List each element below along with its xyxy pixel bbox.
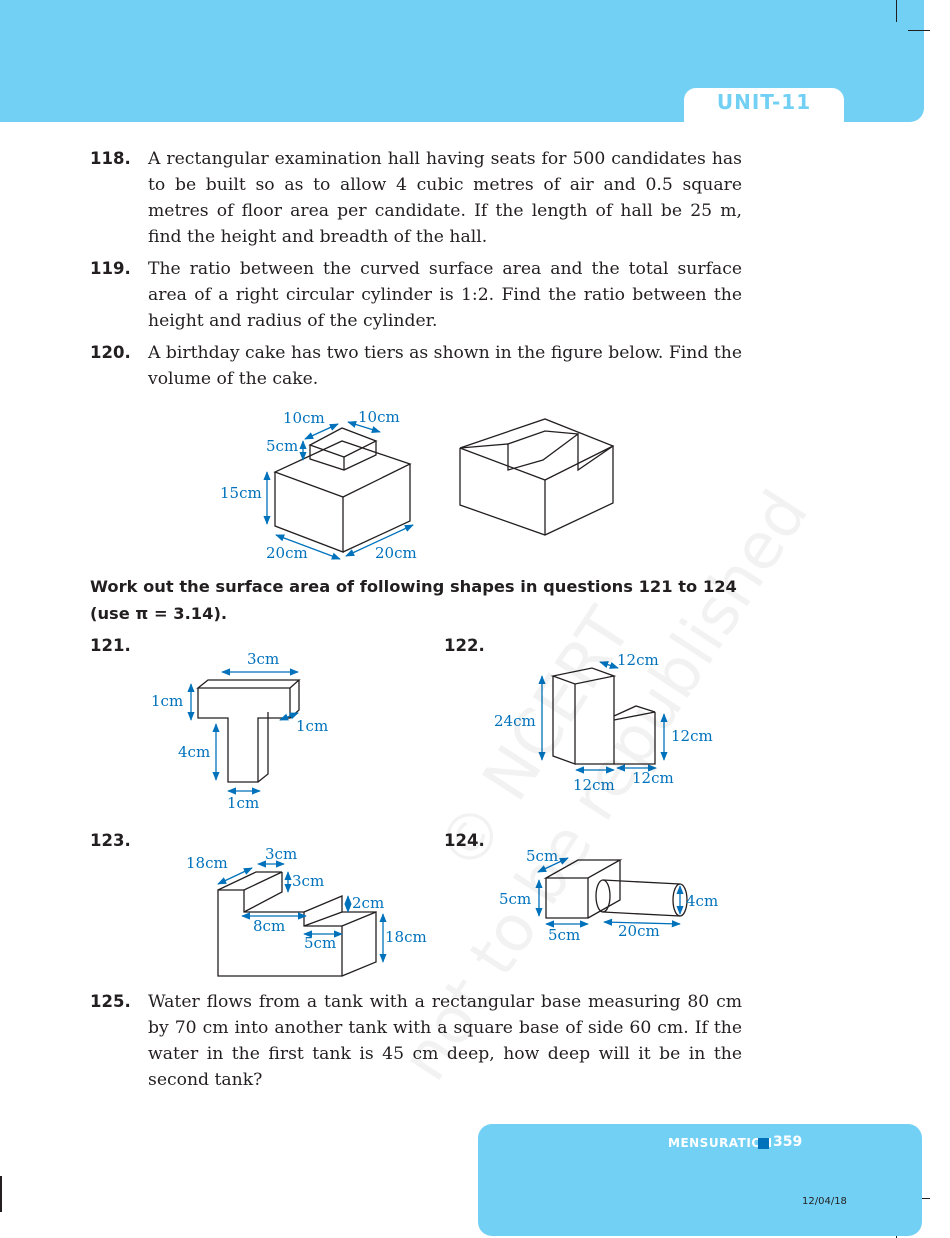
t-shape-figure — [196, 679, 301, 783]
dimension-label: 4cm — [178, 743, 210, 761]
question-118: 118. A rectangular examination hall havi… — [90, 146, 742, 250]
crop-mark — [896, 0, 897, 22]
dimension-label: 12cm — [632, 769, 674, 787]
dimension-label: 15cm — [220, 484, 262, 502]
dimension-label: 4cm — [686, 892, 718, 910]
dimension-label: 5cm — [526, 847, 558, 865]
dimension-label: 20cm — [266, 544, 308, 562]
question-number: 125. — [90, 992, 131, 1011]
page-number: 359 — [773, 1134, 803, 1150]
question-number: 120. — [90, 343, 131, 362]
dimension-label: 3cm — [247, 650, 279, 668]
dimension-label: 2cm — [352, 894, 384, 912]
crop-mark — [0, 1176, 2, 1212]
question-124-number: 124. — [444, 831, 485, 850]
question-text: Water flows from a tank with a rectangul… — [148, 992, 742, 1090]
question-123-number: 123. — [90, 831, 131, 850]
question-text: The ratio between the curved surface are… — [148, 259, 742, 331]
blocks-figure — [550, 667, 656, 765]
question-text: A birthday cake has two tiers as shown i… — [148, 343, 742, 389]
question-number: 118. — [90, 149, 131, 168]
footer-band — [478, 1124, 922, 1236]
unit-label: UNIT-11 — [716, 90, 812, 114]
footer-date: 12/04/18 — [802, 1196, 847, 1207]
dimension-label: 12cm — [671, 727, 713, 745]
unit-tab — [684, 88, 844, 128]
cake-view-figure — [459, 418, 615, 536]
dimension-label: 3cm — [292, 872, 324, 890]
question-125: 125. Water flows from a tank with a rect… — [90, 989, 742, 1093]
dimension-label: 12cm — [617, 651, 659, 669]
dimension-label: 5cm — [548, 926, 580, 944]
question-120: 120. A birthday cake has two tiers as sh… — [90, 340, 742, 392]
dimension-label: 20cm — [375, 544, 417, 562]
dimension-label: 8cm — [253, 917, 285, 935]
dimension-label: 1cm — [227, 794, 259, 812]
crop-mark — [908, 30, 930, 31]
dimension-label: 18cm — [186, 854, 228, 872]
footer-chapter: MENSURATION — [668, 1136, 773, 1150]
dimension-label: 5cm — [499, 890, 531, 908]
instruction-text: Work out the surface area of following s… — [90, 577, 737, 623]
footer-square-icon — [758, 1138, 769, 1149]
question-121-number: 121. — [90, 636, 131, 655]
question-119: 119. The ratio between the curved surfac… — [90, 256, 742, 334]
dimension-label: 12cm — [573, 776, 615, 794]
dimension-label: 5cm — [266, 437, 298, 455]
question-number: 119. — [90, 259, 131, 278]
dimension-label: 20cm — [618, 922, 660, 940]
dimension-label: 1cm — [296, 717, 328, 735]
dimension-label: 10cm — [283, 409, 325, 427]
question-122-number: 122. — [444, 636, 485, 655]
dimension-label: 5cm — [304, 934, 336, 952]
dimension-label: 3cm — [265, 845, 297, 863]
dimension-label: 10cm — [358, 408, 400, 426]
question-text: A rectangular examination hall having se… — [148, 149, 742, 247]
dimension-label: 24cm — [494, 712, 536, 730]
dimension-label: 18cm — [385, 928, 427, 946]
cube-cylinder-figure — [543, 859, 688, 919]
dimension-label: 1cm — [151, 692, 183, 710]
